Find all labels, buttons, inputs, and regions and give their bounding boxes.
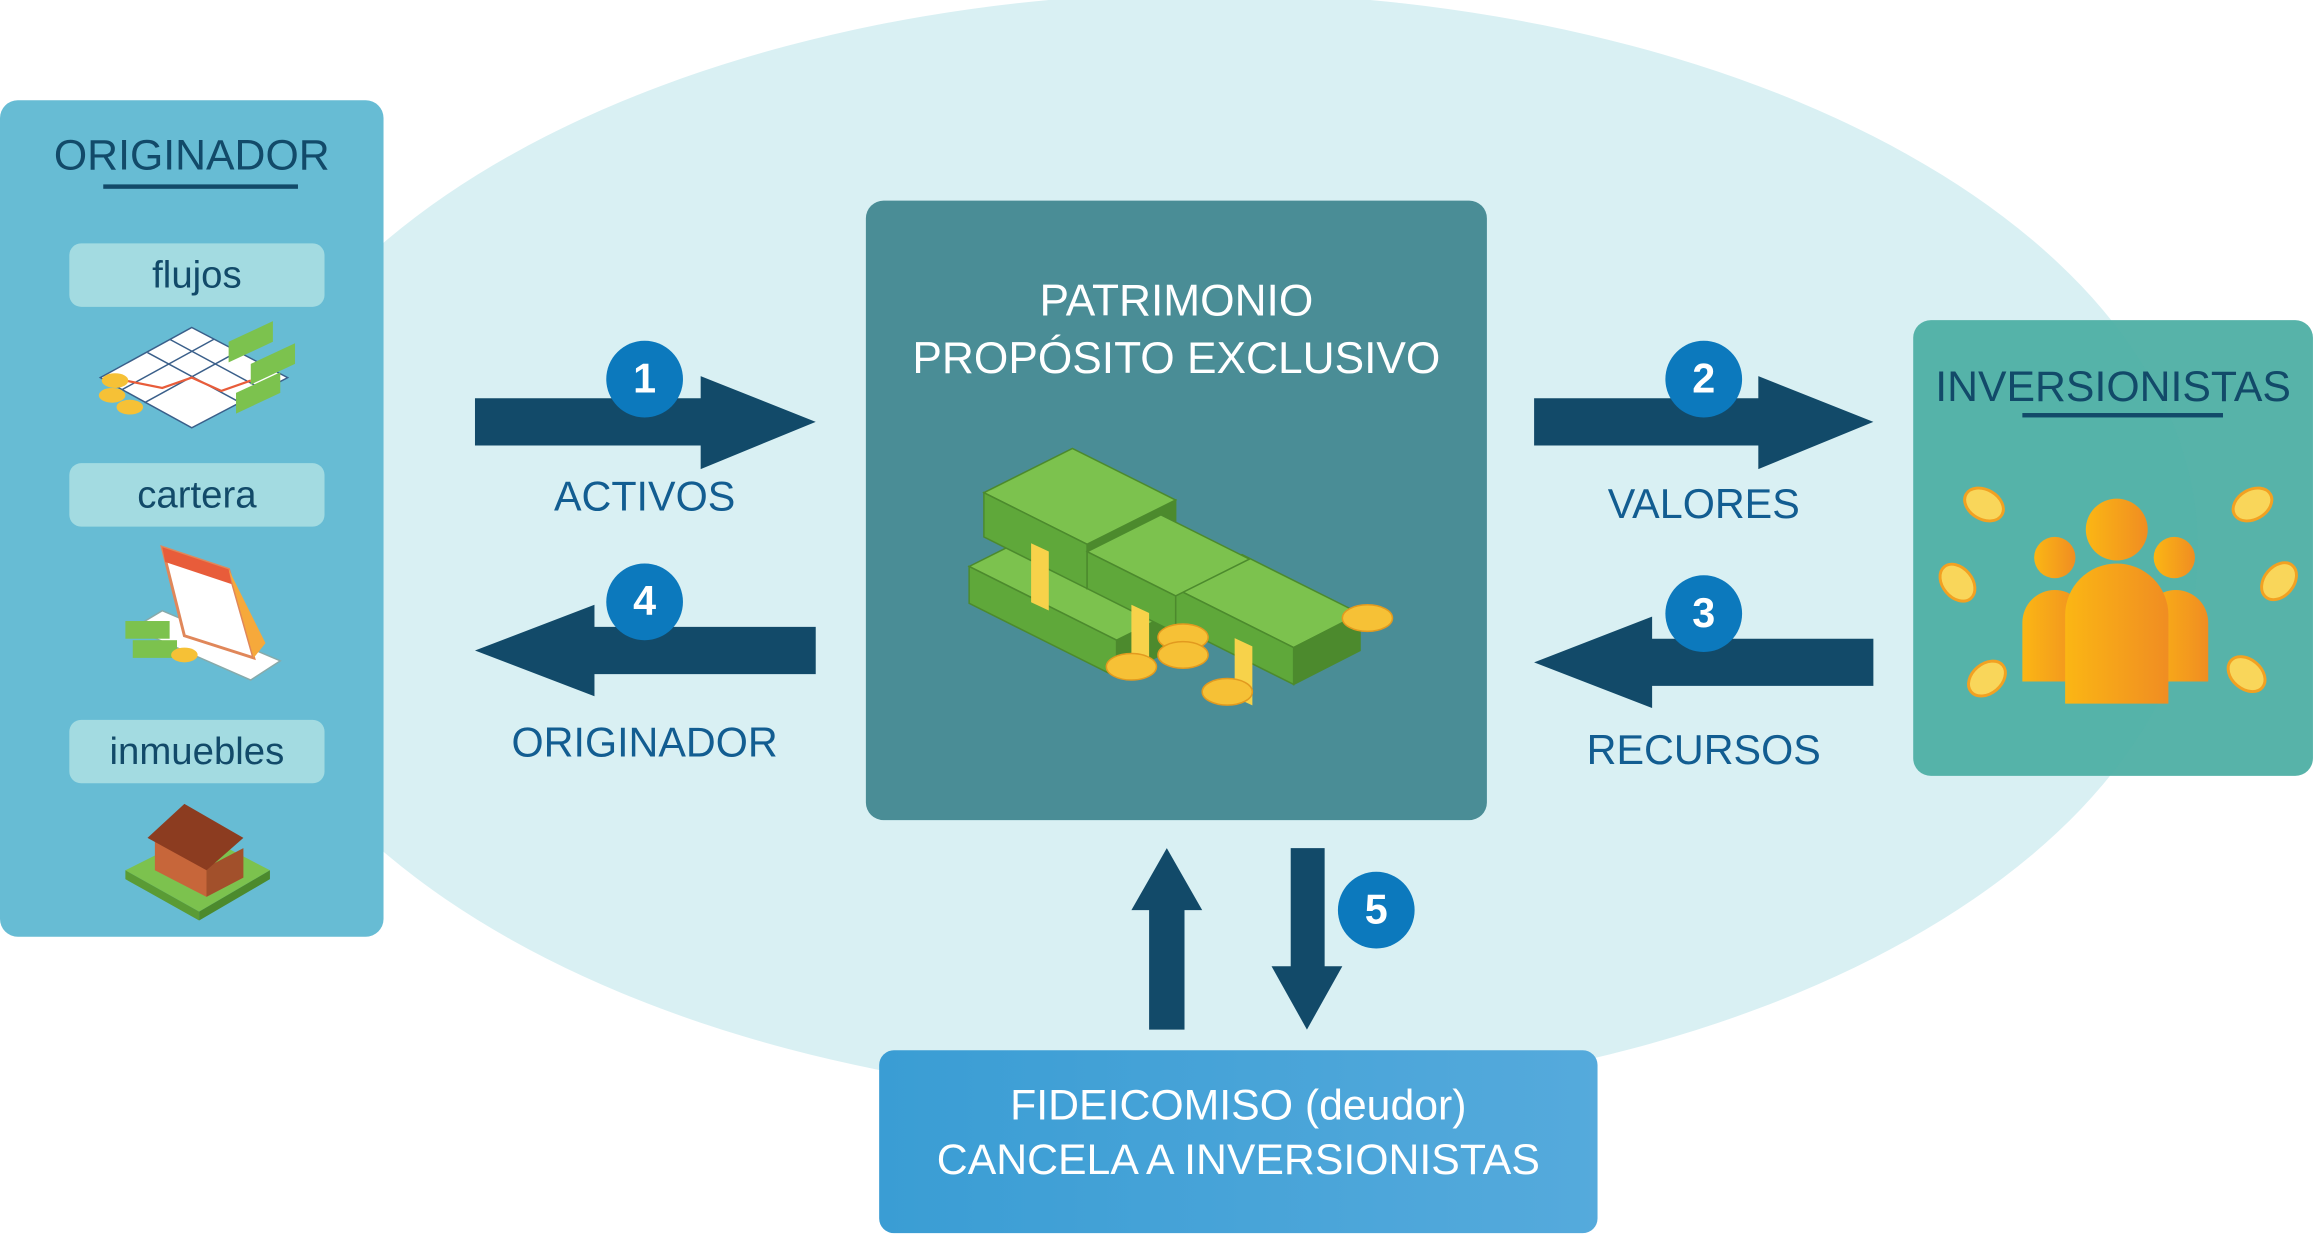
label-recursos: RECURSOS <box>1586 727 1821 773</box>
arrow-up <box>1131 848 1203 1030</box>
patrimonio-title-line1: PATRIMONIO <box>1039 277 1314 326</box>
arrow-down <box>1271 848 1343 1030</box>
step-1-badge: 1 <box>606 340 683 418</box>
originador-panel: ORIGINADOR flujos cartera inmuebles <box>0 100 384 937</box>
inversionistas-panel: INVERSIONISTAS <box>1913 320 2313 776</box>
originador-title: ORIGINADOR <box>53 132 330 180</box>
arrow-valores <box>1534 376 1874 470</box>
arrow-originador <box>474 604 816 697</box>
arrow-activos <box>474 376 816 470</box>
title-underline <box>2022 413 2223 418</box>
calendar-portfolio-icon <box>125 545 282 681</box>
item-flujos: flujos <box>69 243 325 307</box>
fideicomiso-line2: CANCELA A INVERSIONISTAS <box>936 1137 1540 1185</box>
house-money-icon <box>125 803 270 921</box>
fideicomiso-box: FIDEICOMISO (deudor) CANCELA A INVERSION… <box>879 1050 1598 1234</box>
fideicomiso-line1: FIDEICOMISO (deudor) <box>1010 1082 1467 1130</box>
step-2-badge: 2 <box>1665 340 1743 418</box>
investors-group-icon <box>1938 486 2298 704</box>
money-stacks-icon <box>967 447 1394 706</box>
label-activos: ACTIVOS <box>553 473 736 520</box>
step-3-badge: 3 <box>1665 575 1743 652</box>
title-underline <box>103 184 298 189</box>
step-4-badge: 4 <box>606 563 683 641</box>
label-originador: ORIGINADOR <box>511 719 778 766</box>
cash-flow-chart-icon <box>98 321 296 429</box>
patrimonio-title-line2: PROPÓSITO EXCLUSIVO <box>912 334 1441 384</box>
arrow-recursos <box>1534 616 1874 709</box>
item-cartera: cartera <box>69 463 325 527</box>
inversionistas-title: INVERSIONISTAS <box>1935 364 2291 412</box>
patrimonio-box: PATRIMONIO PROPÓSITO EXCLUSIVO <box>865 200 1487 821</box>
item-inmuebles: inmuebles <box>69 719 325 784</box>
step-5-badge: 5 <box>1337 871 1415 949</box>
label-valores: VALORES <box>1607 480 1800 527</box>
